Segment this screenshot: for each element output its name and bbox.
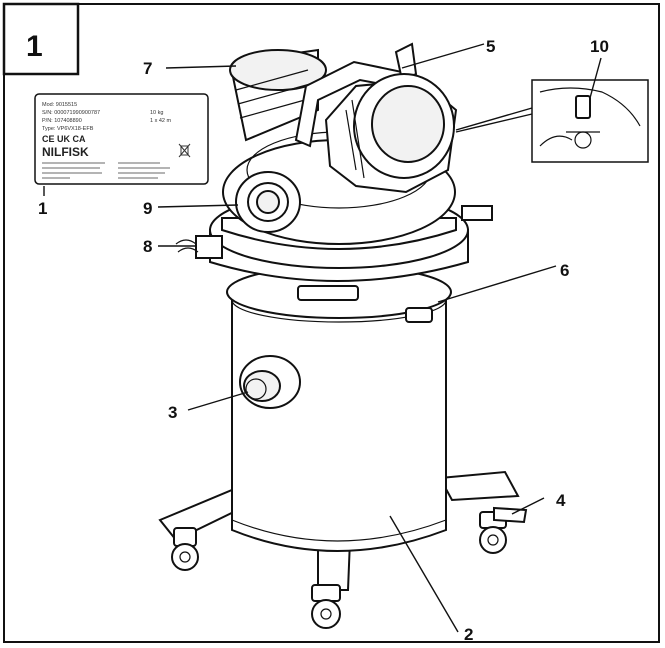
plate-brand: NILFISK <box>42 145 89 159</box>
callout-10: 10 <box>590 37 609 56</box>
weee-bin-icon <box>178 143 191 158</box>
figure-frame <box>3 3 660 643</box>
callout-4: 4 <box>556 491 566 510</box>
figure-number: 1 <box>26 30 43 63</box>
plate-line-4: Type: VP6VX18-EFB <box>42 126 94 132</box>
inset-detail <box>455 79 649 163</box>
vacuum-cleaner-drawing: 1 2 3 4 5 6 7 8 9 10 <box>38 37 649 644</box>
callout-1: 1 <box>38 199 47 218</box>
caster-assembly <box>158 470 528 629</box>
plate-right-1: 10 kg <box>150 110 163 116</box>
plate-marks: CE UK CA <box>42 134 86 144</box>
plate-line-3: P/N: 107408890 <box>42 118 82 124</box>
callout-2: 2 <box>464 625 473 644</box>
side-port <box>235 171 301 233</box>
callout-5: 5 <box>486 37 495 56</box>
plate-line-2: S/N: 000071990900787 <box>42 110 100 116</box>
clamp-ring <box>226 265 452 323</box>
callout-8: 8 <box>143 237 152 256</box>
filter-housing <box>324 73 458 194</box>
plate-right-2: 1 x 42 m <box>150 118 172 124</box>
rating-plate: Mod: 9015515 S/N: 000071990900787 P/N: 1… <box>34 93 209 185</box>
callout-6: 6 <box>560 261 569 280</box>
plate-fine-print <box>42 162 170 179</box>
plate-line-1: Mod: 9015515 <box>42 102 77 108</box>
callout-7: 7 <box>143 59 152 78</box>
callout-9: 9 <box>143 199 152 218</box>
figure-number-box: 1 <box>2 2 80 76</box>
tank-inlet <box>239 355 301 409</box>
leader-lines <box>43 43 602 633</box>
callout-3: 3 <box>168 403 177 422</box>
